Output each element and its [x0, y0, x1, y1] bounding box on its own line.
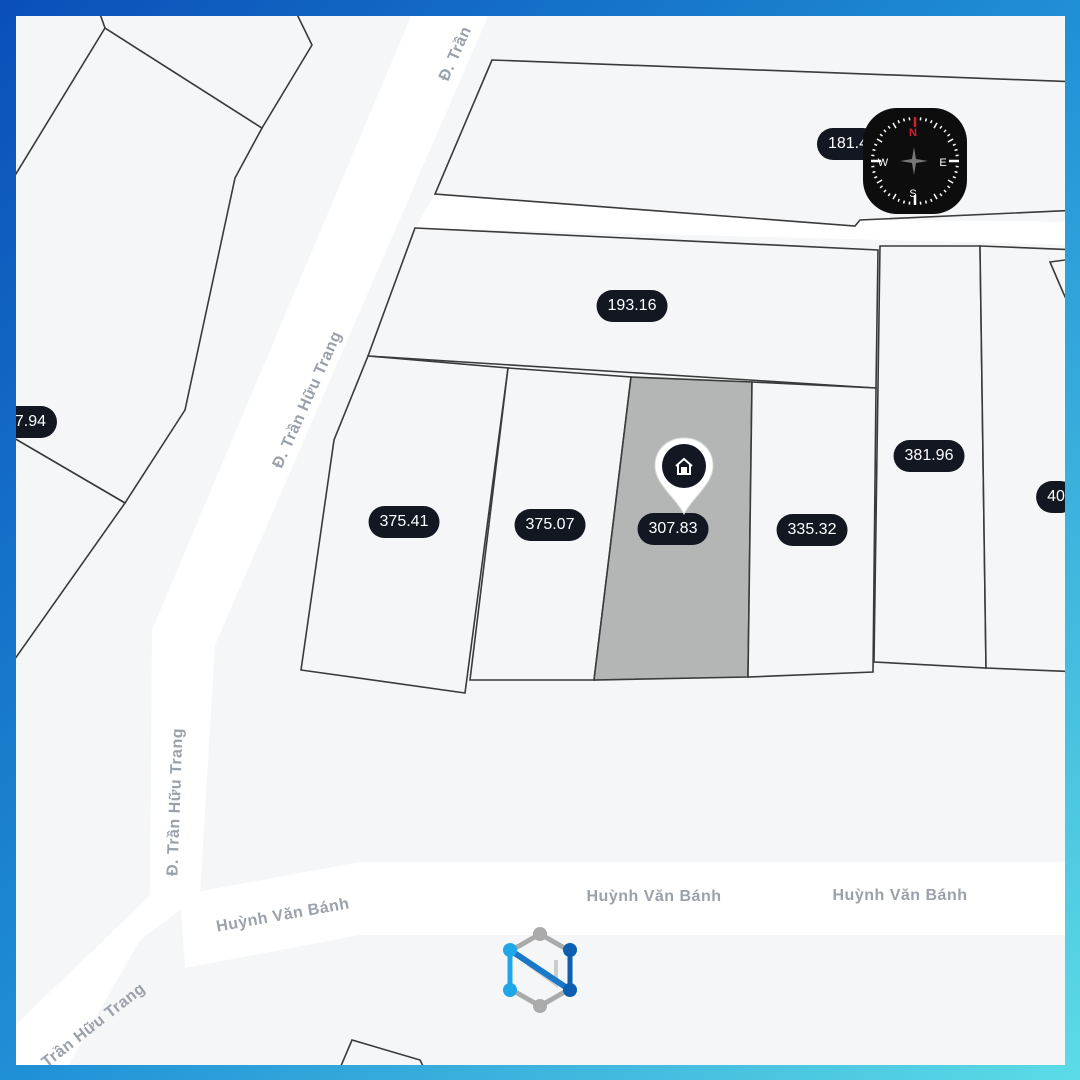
parcel-40	[979, 245, 1065, 673]
road-tran-huu-trang	[16, 16, 489, 1065]
compass-tick	[933, 122, 938, 129]
compass-tick	[897, 198, 901, 202]
compass-tick	[939, 193, 943, 197]
compass-tick	[929, 120, 933, 124]
compass-tick	[947, 138, 954, 143]
compass-tick	[924, 118, 928, 122]
compass-tick	[929, 198, 933, 202]
road-huynh-van-banh	[180, 862, 1065, 968]
compass-tick	[952, 143, 956, 147]
compass-tick	[954, 148, 958, 152]
compass-south: S	[909, 188, 916, 200]
compass-tick	[952, 175, 956, 179]
compass-tick	[876, 179, 883, 184]
compass-tick	[939, 125, 943, 129]
parcel-bottom	[340, 1039, 424, 1065]
compass-tick	[883, 189, 887, 193]
compass-tick	[947, 179, 954, 184]
compass-tick	[883, 129, 887, 133]
property-marker[interactable]	[652, 436, 716, 516]
compass-tick	[879, 185, 883, 189]
parcel-left-bottom	[16, 438, 127, 659]
compass-tick	[892, 122, 897, 129]
compass-tick	[872, 170, 876, 174]
parcel-small-right	[1048, 259, 1065, 299]
compass-east: E	[939, 157, 946, 169]
compass-tick	[947, 133, 951, 137]
parcel-top-left	[99, 16, 313, 130]
parcel-area-label[interactable]: 375.41	[368, 506, 440, 538]
compass-tick	[879, 133, 883, 137]
compass-icon[interactable]: N S E W	[861, 106, 969, 216]
parcel-area-label[interactable]: 335.32	[776, 514, 848, 546]
compass-tick	[902, 118, 906, 122]
compass-tick	[897, 120, 901, 124]
compass-tick	[943, 189, 947, 193]
compass-north: N	[909, 127, 917, 139]
compass-tick	[933, 193, 938, 200]
parcel-area-label[interactable]: 193.16	[596, 290, 668, 322]
roads	[16, 16, 1065, 1065]
compass-tick	[876, 138, 883, 143]
parcel-area-label[interactable]: 381.96	[893, 440, 965, 472]
compass-tick	[887, 125, 891, 129]
network-n-logo	[503, 927, 577, 1013]
compass-tick	[943, 129, 947, 133]
parcel-area-label[interactable]: 40	[1036, 481, 1065, 513]
parcel-area-label[interactable]: 375.07	[514, 509, 586, 541]
compass-west: W	[878, 157, 889, 169]
parcel-area-label-selected[interactable]: 307.83	[637, 513, 709, 545]
compass-tick	[902, 200, 906, 204]
compass-tick	[874, 143, 878, 147]
parcel-area-label[interactable]: 17.94	[16, 406, 58, 438]
compass-tick	[887, 193, 891, 197]
road-label: Huỳnh Văn Bánh	[832, 887, 968, 904]
compass-tick	[924, 200, 928, 204]
compass-tick	[874, 175, 878, 179]
road-label: Huỳnh Văn Bánh	[586, 888, 722, 905]
parcel-181	[433, 59, 1065, 227]
home-icon	[675, 457, 693, 475]
compass-tick	[892, 193, 897, 200]
map-canvas[interactable]: 181.4 193.16 17.94 375.41 375.07 307.83 …	[16, 16, 1065, 1065]
road-side-strip	[415, 195, 1065, 245]
compass-tick	[872, 148, 876, 152]
compass-tick	[947, 185, 951, 189]
compass-tick	[954, 170, 958, 174]
compass-star	[900, 147, 928, 175]
